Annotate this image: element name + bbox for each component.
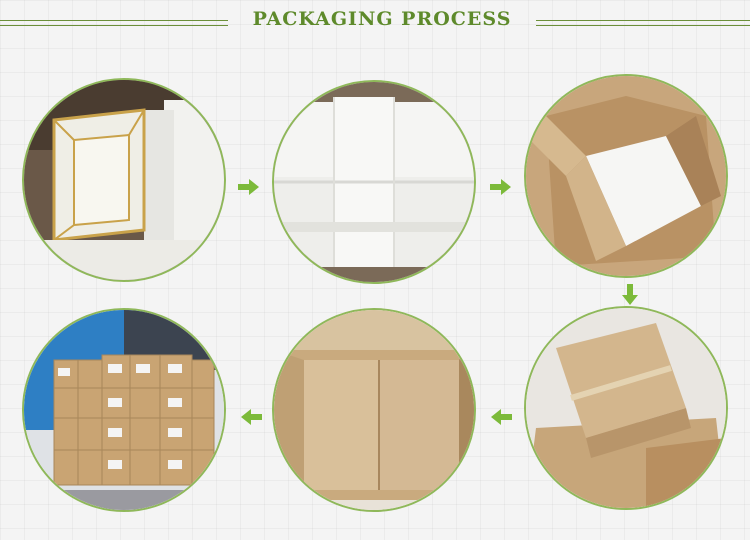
step-2-photo <box>272 80 476 284</box>
step-4-photo <box>524 306 728 510</box>
arrow-right-icon <box>490 179 511 195</box>
arrow-down-icon <box>622 284 638 305</box>
step-6-photo <box>22 308 226 512</box>
foam-blocks-photo-icon <box>274 82 474 282</box>
step-5-photo <box>272 308 476 512</box>
foam-in-box-photo-icon <box>526 76 726 276</box>
arrow-left-icon <box>491 409 512 425</box>
title-bar: PACKAGING PROCESS <box>0 0 750 46</box>
title-divider-right <box>536 20 750 21</box>
sealed-box-photo-icon <box>526 308 726 508</box>
step-1-photo <box>22 78 226 282</box>
title-divider-left <box>0 20 228 21</box>
page-title: PACKAGING PROCESS <box>252 8 512 30</box>
arrow-right-icon <box>238 179 259 195</box>
glass-frame-photo-icon <box>24 80 224 280</box>
title-divider-right-2 <box>536 25 750 26</box>
open-box-photo-icon <box>274 310 474 510</box>
title-divider-left-2 <box>0 25 228 26</box>
stacked-cartons-photo-icon <box>24 310 224 510</box>
arrow-left-icon <box>241 409 262 425</box>
step-3-photo <box>524 74 728 278</box>
